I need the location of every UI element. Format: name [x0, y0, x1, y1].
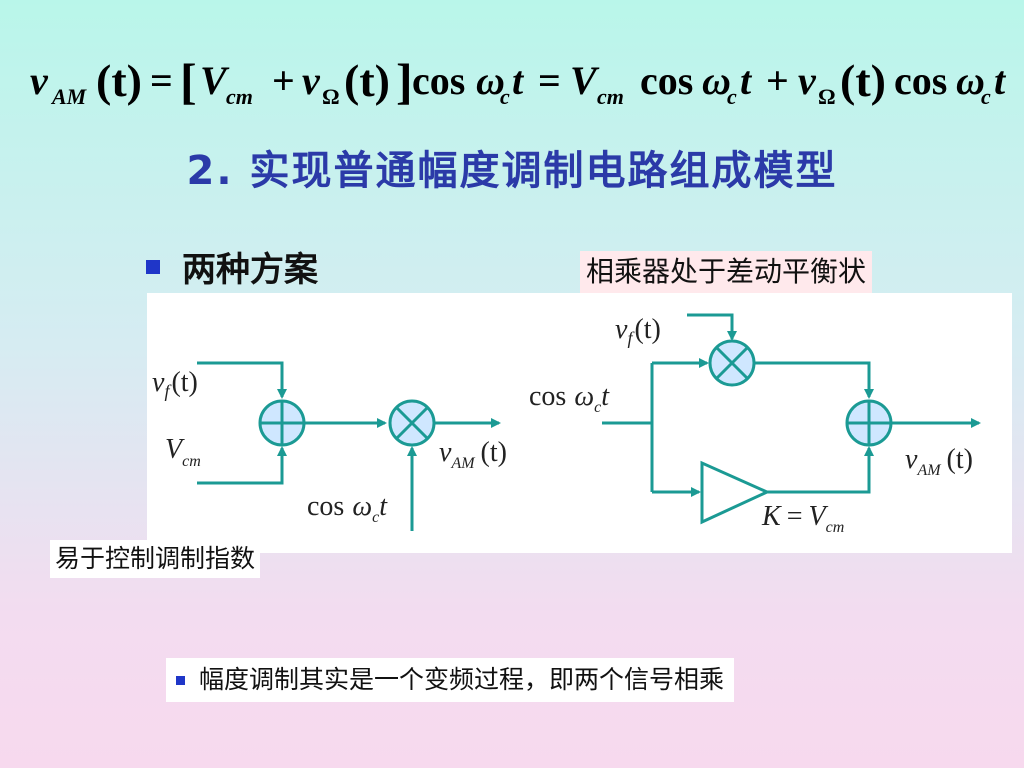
- formula-vam: v: [30, 58, 49, 103]
- am-formula: v AM (t) = [ V cm + v Ω (t) ] cos ω c t …: [30, 53, 1007, 109]
- formula-eq1: =: [150, 58, 173, 103]
- left-vf-label: vf(t): [152, 367, 198, 401]
- formula-cos1: cos: [412, 58, 465, 103]
- left-vam-label: vAM(t): [439, 437, 507, 472]
- formula-vo1-sub: Ω: [322, 84, 340, 109]
- formula-t3: t: [994, 58, 1007, 103]
- right-vam-label: vAM(t): [905, 444, 973, 479]
- formula-vo1: v: [302, 58, 321, 103]
- formula-lbracket: [: [180, 53, 197, 109]
- formula-cos2: cos: [640, 58, 693, 103]
- left-multiplier-cross: [395, 406, 429, 440]
- left-vf-wire: [197, 361, 287, 399]
- formula-t2: t: [740, 58, 753, 103]
- right-gain-label: K=Vcm: [761, 501, 844, 536]
- bullet-two-schemes: 两种方案: [146, 242, 318, 291]
- bullet-two-schemes-label: 两种方案: [182, 250, 318, 290]
- left-vcm-wire: [197, 446, 287, 485]
- formula-vam-sub: AM: [50, 84, 88, 109]
- bottom-note: 幅度调制其实是一个变频过程，即两个信号相乘: [166, 658, 735, 702]
- right-amplifier-icon: [700, 460, 771, 525]
- formula-plus2: +: [766, 58, 789, 103]
- formula-omega2-sub: c: [727, 84, 737, 109]
- formula-vcm1: V: [200, 58, 230, 103]
- bullet-square-icon: [146, 259, 160, 274]
- formula-omega1: ω: [476, 58, 505, 103]
- formula-omega3: ω: [956, 58, 985, 103]
- right-vf-label: vf(t): [615, 314, 661, 348]
- formula-vo2: v: [798, 58, 817, 103]
- right-mult-to-adder-wire: [755, 361, 874, 399]
- bottom-note-text: 幅度调制其实是一个变频过程，即两个信号相乘: [199, 665, 725, 694]
- formula-vcm2-sub: cm: [597, 84, 624, 109]
- left-vcm-label: Vcm: [165, 434, 201, 470]
- right-amp-to-adder-wire: [767, 446, 874, 494]
- note-bullet-icon: [176, 675, 185, 685]
- right-adder-plus: [847, 401, 891, 445]
- formula-vcm1-sub: cm: [226, 84, 253, 109]
- formula-omega2: ω: [702, 58, 731, 103]
- formula-vo2-arg: (t): [840, 55, 886, 106]
- page-title: 2. 实现普通幅度调制电路组成模型: [186, 148, 838, 194]
- formula-t1: t: [512, 58, 525, 103]
- formula-rbracket: ]: [396, 53, 413, 109]
- right-diagram: [602, 313, 981, 525]
- formula-vo2-sub: Ω: [818, 84, 836, 109]
- formula-vcm2: V: [570, 58, 600, 103]
- formula-cos3: cos: [894, 58, 947, 103]
- differential-balance-label: 相乘器处于差动平衡状: [580, 251, 873, 293]
- right-multiplier-cross: [715, 346, 749, 380]
- right-vf-wire: [687, 313, 737, 341]
- formula-vam-arg: (t): [96, 55, 142, 106]
- easy-control-label: 易于控制调制指数: [50, 540, 261, 578]
- formula-eq2: =: [538, 58, 561, 103]
- left-adder-plus: [260, 401, 304, 445]
- left-diagram: [197, 361, 501, 531]
- formula-plus1: +: [272, 58, 295, 103]
- formula-omega3-sub: c: [981, 84, 991, 109]
- formula-vo1-arg: (t): [344, 55, 390, 106]
- formula-omega1-sub: c: [500, 84, 510, 109]
